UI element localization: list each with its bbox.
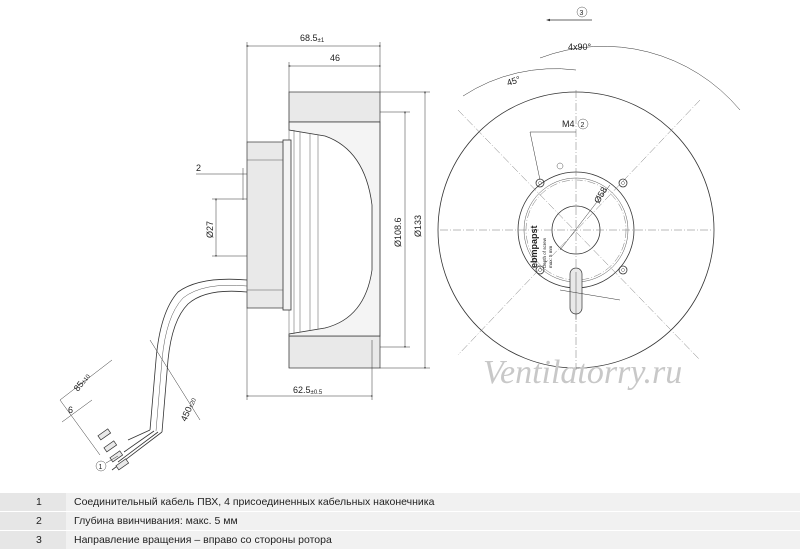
product-label: ebmpapst Depth of screw max. 5 mm (529, 225, 553, 268)
dim-diam-108: Ø108.6 (393, 217, 403, 247)
note-text: Глубина ввинчивания: макс. 5 мм (66, 511, 800, 531)
dim-diam-27: Ø27 (205, 221, 215, 238)
dim-cable-strip: 85±10 (72, 371, 93, 393)
note-row: 2 Глубина ввинчивания: макс. 5 мм (0, 511, 800, 531)
note-text: Направление вращения – вправо со стороны… (66, 530, 800, 550)
label-line-1: Depth of screw (542, 237, 547, 268)
dim-hub-width: 46 (330, 53, 340, 63)
mounting-holes (535, 162, 628, 275)
technical-drawing: 68.5±1 46 2 Ø27 Ø108.6 (59, 6, 741, 472)
label-line-2: max. 5 mm (548, 245, 553, 268)
note-text: Соединительный кабель ПВХ, 4 присоединен… (66, 492, 800, 512)
angle-45: 45° (506, 74, 522, 88)
note-row: 3 Направление вращения – вправо со сторо… (0, 530, 800, 550)
note-number: 3 (0, 530, 66, 550)
brand-label: ebmpapst (529, 225, 539, 268)
dim-cable-end: 6 (68, 405, 73, 415)
callout-cable: 1 (99, 464, 103, 471)
rotor-rim (288, 91, 381, 123)
side-view: 68.5±1 46 2 Ø27 Ø108.6 (59, 33, 430, 472)
front-view: ebmpapst Depth of screw max. 5 mm Ø58 M4… (437, 6, 741, 370)
rotation-callout: 3 (580, 10, 584, 17)
cable-exit (559, 267, 621, 320)
watermark: Ventilatorry.ru (483, 354, 682, 391)
note-number: 1 (0, 492, 66, 512)
angle-4x90: 4x90° (568, 42, 592, 52)
dim-diam-133: Ø133 (413, 215, 423, 237)
note-number: 2 (0, 511, 66, 531)
dim-screw-depth: 2 (196, 163, 201, 173)
connection-cable (97, 278, 248, 471)
note-row: 1 Соединительный кабель ПВХ, 4 присоедин… (0, 492, 800, 512)
stator-flange (246, 141, 290, 309)
thread-note: 2 (581, 122, 585, 129)
notes-table: 1 Соединительный кабель ПВХ, 4 присоедин… (0, 492, 800, 550)
dim-total-width: 68.5±1 (300, 33, 325, 44)
dim-body-width: 62.5±0.5 (293, 385, 323, 396)
thread-size: M4 (562, 119, 575, 129)
dim-cable-length: 450±20 (179, 395, 199, 423)
motor-body (288, 121, 381, 337)
